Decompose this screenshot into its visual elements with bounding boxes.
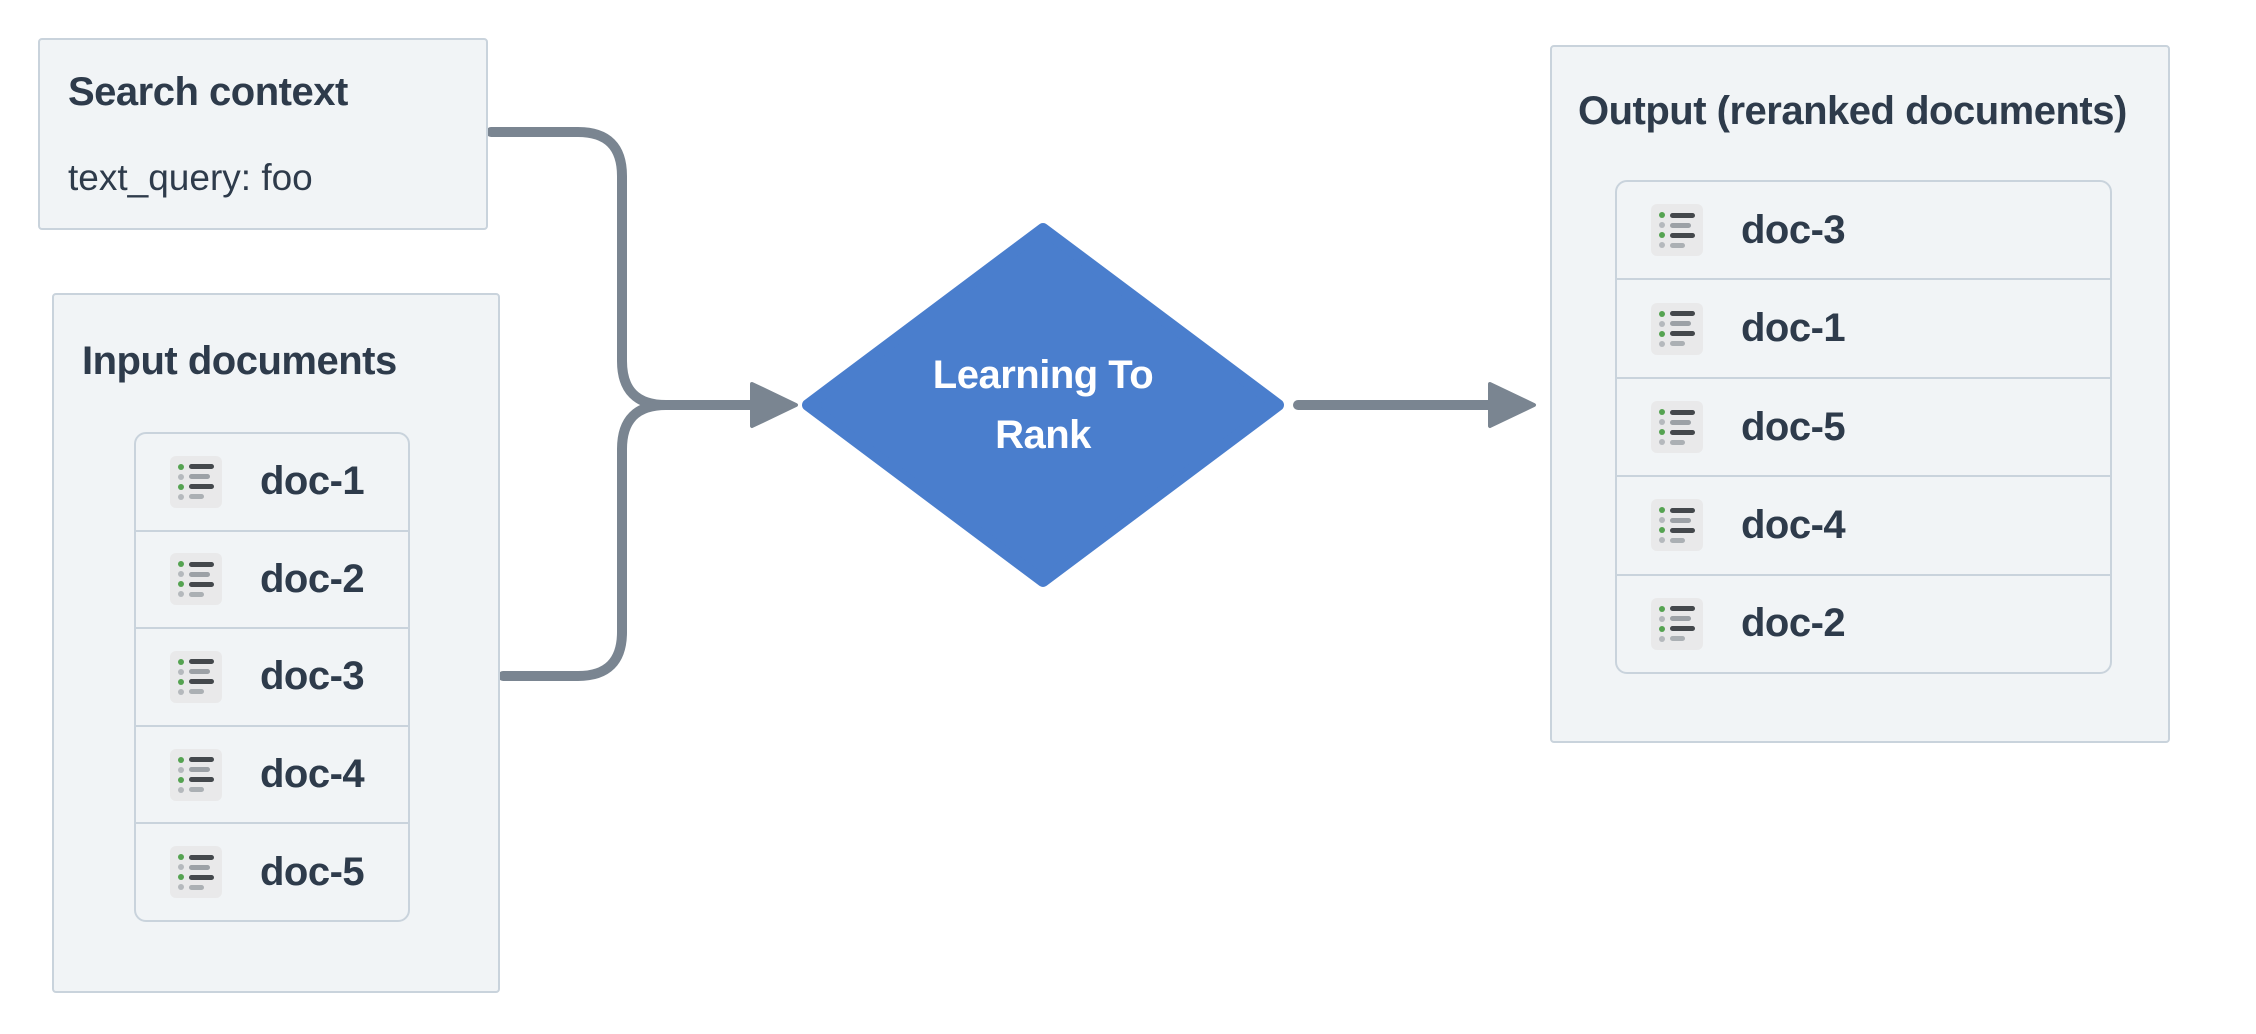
bulleted-list-icon — [170, 553, 222, 606]
learning-to-rank-diamond — [802, 223, 1284, 587]
doc-label: doc-3 — [1741, 207, 1846, 252]
learning-to-rank-label-line2: Rank — [995, 413, 1091, 457]
doc-label: doc-5 — [260, 849, 365, 894]
doc-card: doc-3 — [1617, 182, 2110, 278]
doc-label: doc-2 — [1741, 601, 1846, 646]
doc-card: doc-1 — [1617, 278, 2110, 376]
connector-search-to-rank — [486, 127, 757, 410]
output-reranked-documents-box: Output (reranked documents) doc-3 — [1550, 45, 2170, 743]
arrowhead-into-output-icon — [1488, 382, 1536, 428]
doc-card: doc-2 — [1617, 573, 2110, 672]
bulleted-list-icon — [1651, 499, 1703, 552]
doc-label: doc-3 — [260, 654, 365, 699]
connector-documents-to-rank — [498, 400, 671, 681]
learning-to-rank-label: Learning To Rank — [883, 345, 1203, 465]
doc-card: doc-3 — [136, 627, 408, 725]
search-context-query: text_query: foo — [68, 157, 313, 198]
bulleted-list-icon — [1651, 204, 1703, 257]
doc-label: doc-4 — [260, 752, 365, 797]
output-title: Output (reranked documents) — [1578, 89, 2127, 133]
doc-label: doc-5 — [1741, 404, 1846, 449]
learning-to-rank-label-line1: Learning To — [932, 353, 1154, 397]
doc-card: doc-5 — [1617, 376, 2110, 475]
doc-label: doc-1 — [260, 459, 365, 504]
bulleted-list-icon — [1651, 302, 1703, 355]
input-documents-list: doc-1 doc-2 doc-3 — [134, 432, 410, 922]
arrowhead-into-rank-icon — [750, 382, 798, 428]
doc-card: doc-4 — [1617, 475, 2110, 573]
doc-card: doc-5 — [136, 822, 408, 920]
input-documents-title: Input documents — [82, 339, 397, 383]
output-documents-list: doc-3 doc-1 doc-5 — [1615, 180, 2112, 674]
doc-card: doc-4 — [136, 724, 408, 823]
doc-card: doc-1 — [136, 434, 408, 530]
bulleted-list-icon — [170, 650, 222, 703]
search-context-box: Search context text_query: foo — [38, 38, 488, 230]
doc-label: doc-1 — [1741, 306, 1846, 351]
search-context-title: Search context — [68, 70, 348, 114]
bulleted-list-icon — [170, 748, 222, 801]
doc-card: doc-2 — [136, 529, 408, 628]
bulleted-list-icon — [1651, 597, 1703, 650]
bulleted-list-icon — [1651, 401, 1703, 454]
bulleted-list-icon — [170, 455, 222, 508]
bulleted-list-icon — [170, 846, 222, 899]
doc-label: doc-4 — [1741, 502, 1846, 547]
doc-label: doc-2 — [260, 556, 365, 601]
input-documents-box: Input documents doc-1 doc-2 — [52, 293, 500, 993]
